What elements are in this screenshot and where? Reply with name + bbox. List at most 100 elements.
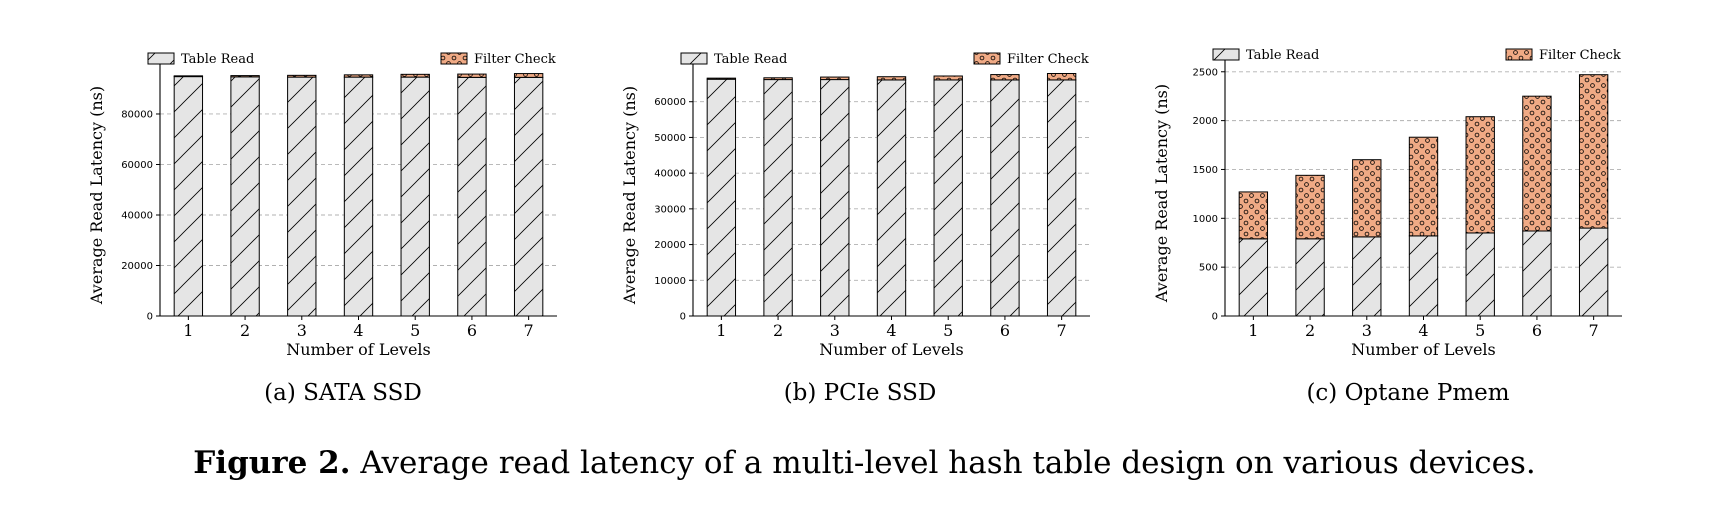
bar-table-read-6: [457, 76, 487, 317]
x-axis-label: Number of Levels: [1351, 340, 1496, 359]
bar-table-read-4: [343, 76, 374, 317]
bar-filter-check-7: [1578, 74, 1609, 229]
bar-filter-check-2: [763, 77, 793, 81]
bar-table-read-7: [1046, 79, 1077, 317]
x-tick-label: 3: [830, 321, 840, 340]
bar-filter-check-1: [706, 77, 737, 80]
bar-filter-check-7: [1046, 73, 1077, 81]
bar-filter-check-4: [1408, 136, 1439, 237]
bar-table-read-7: [1578, 227, 1609, 317]
legend-label-table-read: Table Read: [714, 52, 787, 67]
y-tick-label: 60000: [654, 97, 686, 108]
legend-label-table-read: Table Read: [181, 52, 254, 67]
bar-filter-check-5: [933, 75, 963, 81]
bar-filter-check-2: [1295, 174, 1325, 240]
bar-table-read-4: [876, 79, 907, 317]
legend-label-filter-check: Filter Check: [1539, 48, 1621, 63]
y-tick-label: 80000: [121, 109, 153, 120]
bar-filter-check-6: [990, 74, 1020, 81]
legend: Table Read Filter Check: [680, 52, 1089, 67]
bar-table-read-3: [287, 76, 317, 317]
bar-table-read-2: [1295, 238, 1325, 317]
figure-caption: Figure 2. Average read latency of a mult…: [0, 445, 1729, 481]
x-tick-label: 1: [1248, 321, 1258, 340]
x-tick-label: 2: [773, 321, 783, 340]
legend-swatch-table-read: [147, 52, 175, 65]
y-tick-label: 1500: [1193, 165, 1218, 176]
y-tick-label: 40000: [121, 210, 153, 221]
legend-swatch-filter-check: [973, 52, 1001, 65]
y-tick-label: 0: [147, 312, 153, 323]
y-tick-label: 20000: [654, 240, 686, 251]
bar-table-read-7: [513, 76, 544, 317]
bar-filter-check-1: [173, 75, 204, 78]
bar-table-read-3: [820, 79, 850, 317]
x-tick-label: 3: [297, 321, 307, 340]
x-tick-label: 7: [524, 321, 534, 340]
y-tick-label: 2000: [1193, 116, 1218, 127]
y-tick-label: 1000: [1193, 214, 1218, 225]
x-tick-label: 4: [886, 321, 896, 340]
legend-swatch-table-read: [1212, 48, 1240, 61]
x-tick-label: 2: [1305, 321, 1315, 340]
bar-table-read-4: [1408, 235, 1439, 317]
bar-table-read-2: [763, 79, 793, 317]
figure-label: Figure 2.: [193, 445, 351, 481]
legend-swatch-table-read: [680, 52, 708, 65]
y-axis-label: Average Read Latency (ns): [620, 86, 639, 305]
y-tick-label: 50000: [654, 133, 686, 144]
x-tick-label: 1: [183, 321, 193, 340]
bar-filter-check-6: [1522, 95, 1552, 232]
y-tick-label: 20000: [121, 261, 153, 272]
bar-filter-check-6: [457, 73, 487, 78]
legend: Table Read Filter Check: [147, 52, 556, 67]
bar-filter-check-7: [513, 73, 544, 78]
bar-filter-check-3: [1352, 159, 1382, 238]
subcaption-pcie: (b) PCIe SSD: [784, 380, 937, 406]
x-tick-label: 4: [1418, 321, 1428, 340]
subcaption-optane: (c) Optane Pmem: [1306, 380, 1509, 406]
figure-caption-text: Average read latency of a multi-level ha…: [350, 445, 1536, 481]
x-tick-label: 6: [1000, 321, 1010, 340]
bar-table-read-1: [173, 76, 204, 317]
y-tick-label: 0: [680, 312, 686, 323]
x-tick-label: 1: [716, 321, 726, 340]
x-tick-label: 2: [240, 321, 250, 340]
y-axis-label: Average Read Latency (ns): [1152, 84, 1171, 303]
y-tick-label: 40000: [654, 169, 686, 180]
bar-table-read-3: [1352, 236, 1382, 317]
x-tick-label: 4: [353, 321, 363, 340]
bar-filter-check-3: [287, 74, 317, 78]
bar-filter-check-5: [400, 73, 430, 78]
y-tick-label: 30000: [654, 204, 686, 215]
legend-swatch-filter-check: [440, 52, 468, 65]
y-tick-label: 0: [1212, 312, 1218, 323]
bar-filter-check-5: [1465, 116, 1495, 234]
x-tick-label: 6: [1532, 321, 1542, 340]
y-tick-label: 2500: [1193, 67, 1218, 78]
y-tick-label: 60000: [121, 160, 153, 171]
bar-table-read-5: [1465, 232, 1495, 317]
y-axis-label: Average Read Latency (ns): [87, 86, 106, 305]
x-tick-label: 5: [410, 321, 420, 340]
x-axis-label: Number of Levels: [286, 340, 431, 359]
legend-label-filter-check: Filter Check: [474, 52, 556, 67]
bar-filter-check-3: [820, 76, 850, 81]
legend-label-filter-check: Filter Check: [1007, 52, 1089, 67]
x-tick-label: 3: [1362, 321, 1372, 340]
bar-table-read-2: [230, 76, 260, 317]
bar-filter-check-4: [343, 74, 374, 78]
bar-table-read-5: [933, 79, 963, 317]
y-tick-label: 500: [1199, 263, 1218, 274]
legend-swatch-filter-check: [1505, 48, 1533, 61]
subcaption-sata: (a) SATA SSD: [264, 380, 422, 406]
bar-filter-check-2: [230, 75, 260, 78]
x-tick-label: 7: [1057, 321, 1067, 340]
bar-table-read-1: [706, 78, 737, 317]
x-tick-label: 6: [467, 321, 477, 340]
bar-table-read-1: [1238, 238, 1269, 317]
